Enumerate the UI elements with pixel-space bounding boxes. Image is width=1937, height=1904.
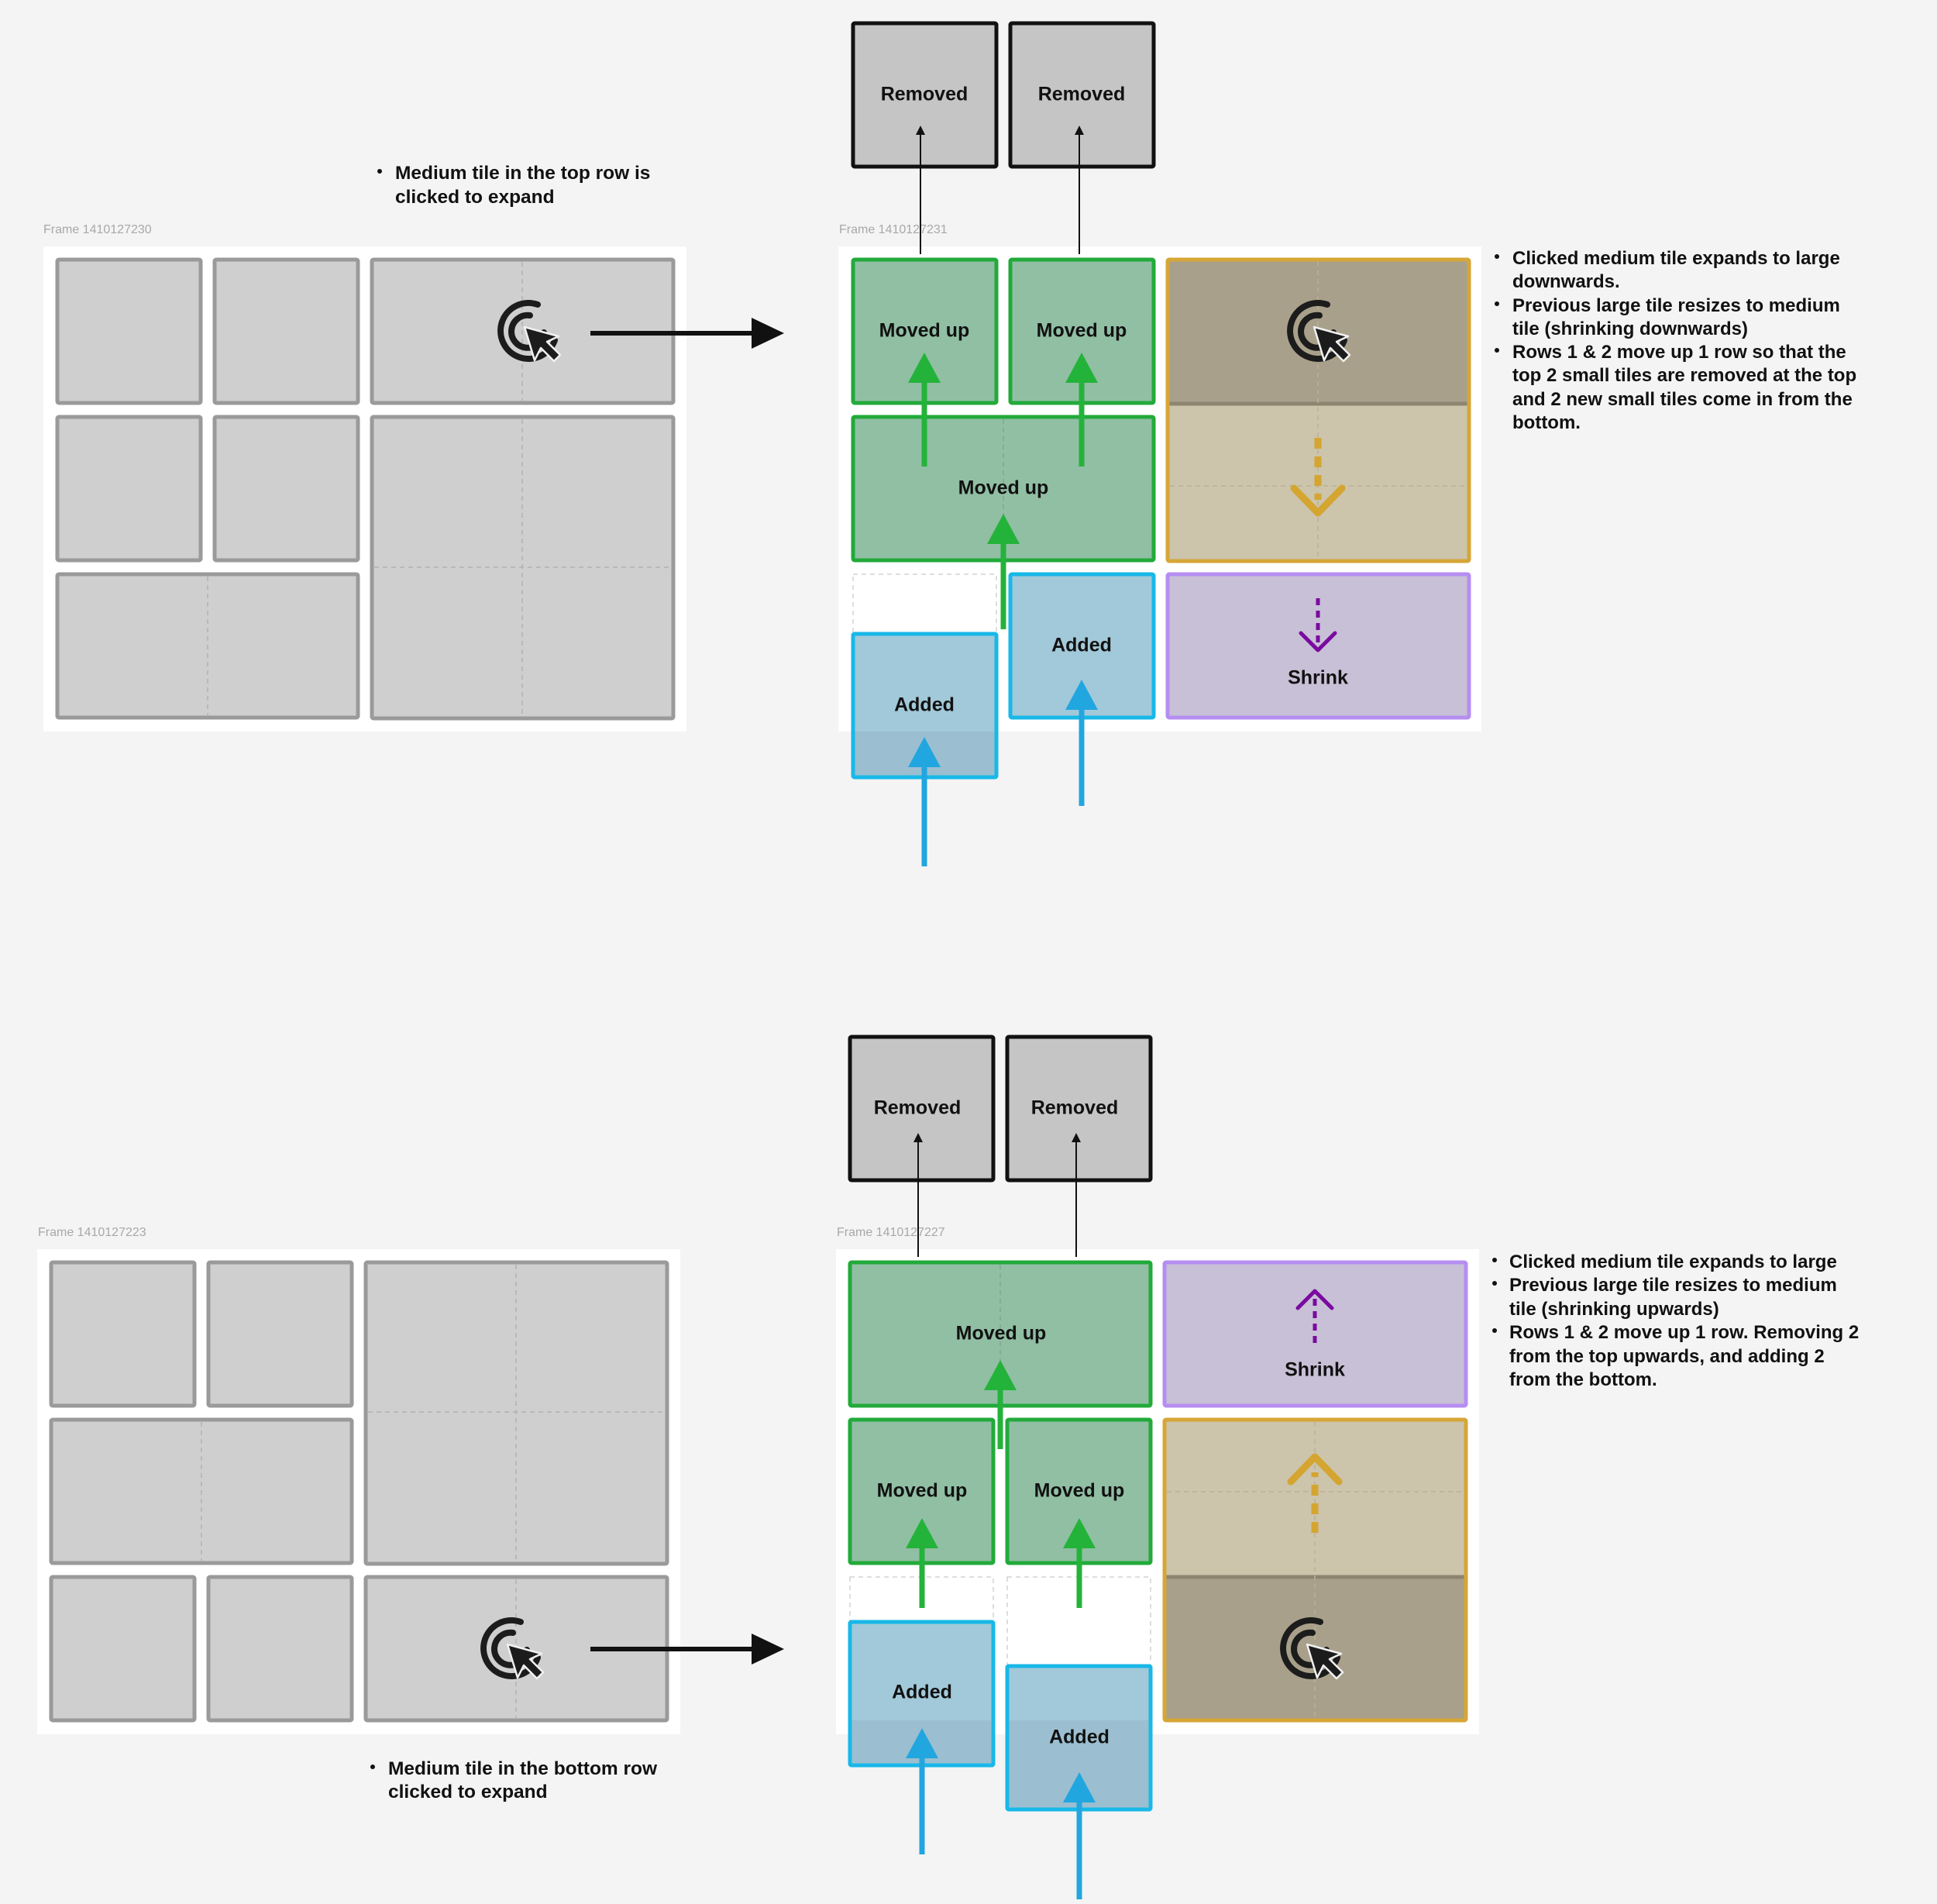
note-line: downwards. <box>1512 271 1620 292</box>
removed-tile <box>848 1035 996 1183</box>
removed-label: Removed <box>1031 1097 1119 1119</box>
added-label: Added <box>892 1682 952 1703</box>
note-top-left: Medium tile in the top row is clicked to… <box>377 163 650 208</box>
green-arrows-top <box>908 353 1098 629</box>
chevron-down-icon <box>1290 484 1346 517</box>
removed-tile <box>1005 1035 1153 1183</box>
removed-label: Removed <box>881 84 968 105</box>
small-tile <box>49 1260 197 1408</box>
moved-up-label: Moved up <box>958 477 1049 499</box>
note-line: clicked to expand <box>395 187 555 208</box>
moved-up-label: Moved up <box>956 1323 1047 1345</box>
frame-label-top-left: Frame 1410127230 <box>43 223 152 236</box>
note-line: tile (shrinking downwards) <box>1512 318 1748 339</box>
added-label: Added <box>894 694 955 716</box>
transition-arrow-top <box>590 318 784 349</box>
green-arrows-bottom <box>906 1360 1096 1608</box>
shrink-tile <box>1165 572 1471 720</box>
note-line: Clicked medium tile expands to large <box>1509 1252 1837 1272</box>
note-line: Rows 1 & 2 move up 1 row. Removing 2 <box>1509 1322 1859 1343</box>
moved-tiles-top: Moved up Moved up Moved up <box>851 257 1156 563</box>
added-label: Added <box>1049 1727 1110 1748</box>
shrink-tile-bottom: Shrink <box>1162 1260 1468 1408</box>
grid-bottom-left <box>49 1260 669 1723</box>
arrow-down-icon <box>1299 631 1337 652</box>
note-line: from the bottom. <box>1509 1369 1657 1390</box>
note-line: Previous large tile resizes to medium <box>1509 1275 1837 1296</box>
expanded-large-tile-bottom <box>1162 1417 1468 1723</box>
blue-arrows-bottom <box>906 1728 1096 1899</box>
removed-tile <box>851 21 999 169</box>
frame-label-bottom-right: Frame 1410127227 <box>837 1226 945 1239</box>
note-bottom-right: Clicked medium tile expands to large Pre… <box>1492 1252 1859 1390</box>
small-tile <box>55 415 203 563</box>
note-line: Medium tile in the top row is <box>395 163 650 184</box>
arrow-up-icon <box>1295 1289 1334 1310</box>
note-line: from the top upwards, and adding 2 <box>1509 1346 1825 1367</box>
note-line: Medium tile in the bottom row <box>388 1758 658 1779</box>
small-tile <box>206 1260 354 1408</box>
moved-up-label: Moved up <box>1034 1480 1125 1502</box>
moved-up-label: Moved up <box>877 1480 968 1502</box>
note-bottom-left: Medium tile in the bottom row clicked to… <box>370 1758 658 1802</box>
note-line: and 2 new small tiles come in from the <box>1512 389 1853 410</box>
note-line: tile (shrinking upwards) <box>1509 1299 1719 1320</box>
blue-arrows-top <box>908 680 1098 866</box>
transition-arrow-bottom <box>590 1634 784 1665</box>
note-line: clicked to expand <box>388 1782 548 1802</box>
shrink-label: Shrink <box>1288 667 1348 689</box>
chevron-up-icon <box>1287 1453 1343 1486</box>
small-tile <box>206 1575 354 1723</box>
shrink-label: Shrink <box>1285 1359 1345 1381</box>
note-line: top 2 small tiles are removed at the top <box>1512 365 1856 386</box>
added-label: Added <box>1051 635 1112 656</box>
shrink-tile-top: Shrink <box>1165 572 1471 720</box>
removed-label: Removed <box>1038 84 1126 105</box>
removed-tiles-top: Removed Removed <box>851 21 1156 254</box>
expanded-large-tile-top <box>1165 257 1471 563</box>
removed-label: Removed <box>874 1097 962 1119</box>
small-tile <box>49 1575 197 1723</box>
moved-tiles-bottom: Moved up Moved up Moved up <box>848 1260 1153 1565</box>
small-tile <box>212 257 360 405</box>
small-tile <box>212 415 360 563</box>
grid-top-left <box>55 257 676 721</box>
note-line: Previous large tile resizes to medium <box>1512 295 1840 316</box>
moved-up-label: Moved up <box>879 320 970 342</box>
shrink-tile <box>1162 1260 1468 1408</box>
small-tile <box>55 257 203 405</box>
moved-up-label: Moved up <box>1037 320 1127 342</box>
removed-tiles-bottom: Removed Removed <box>848 1035 1153 1257</box>
frame-label-bottom-left: Frame 1410127223 <box>38 1226 146 1239</box>
note-line: Rows 1 & 2 move up 1 row so that the <box>1512 342 1846 363</box>
note-top-right: Clicked medium tile expands to large dow… <box>1495 248 1856 433</box>
note-line: bottom. <box>1512 412 1581 433</box>
note-line: Clicked medium tile expands to large <box>1512 248 1840 269</box>
frame-label-top-right: Frame 1410127231 <box>839 223 948 236</box>
removed-tile <box>1008 21 1156 169</box>
